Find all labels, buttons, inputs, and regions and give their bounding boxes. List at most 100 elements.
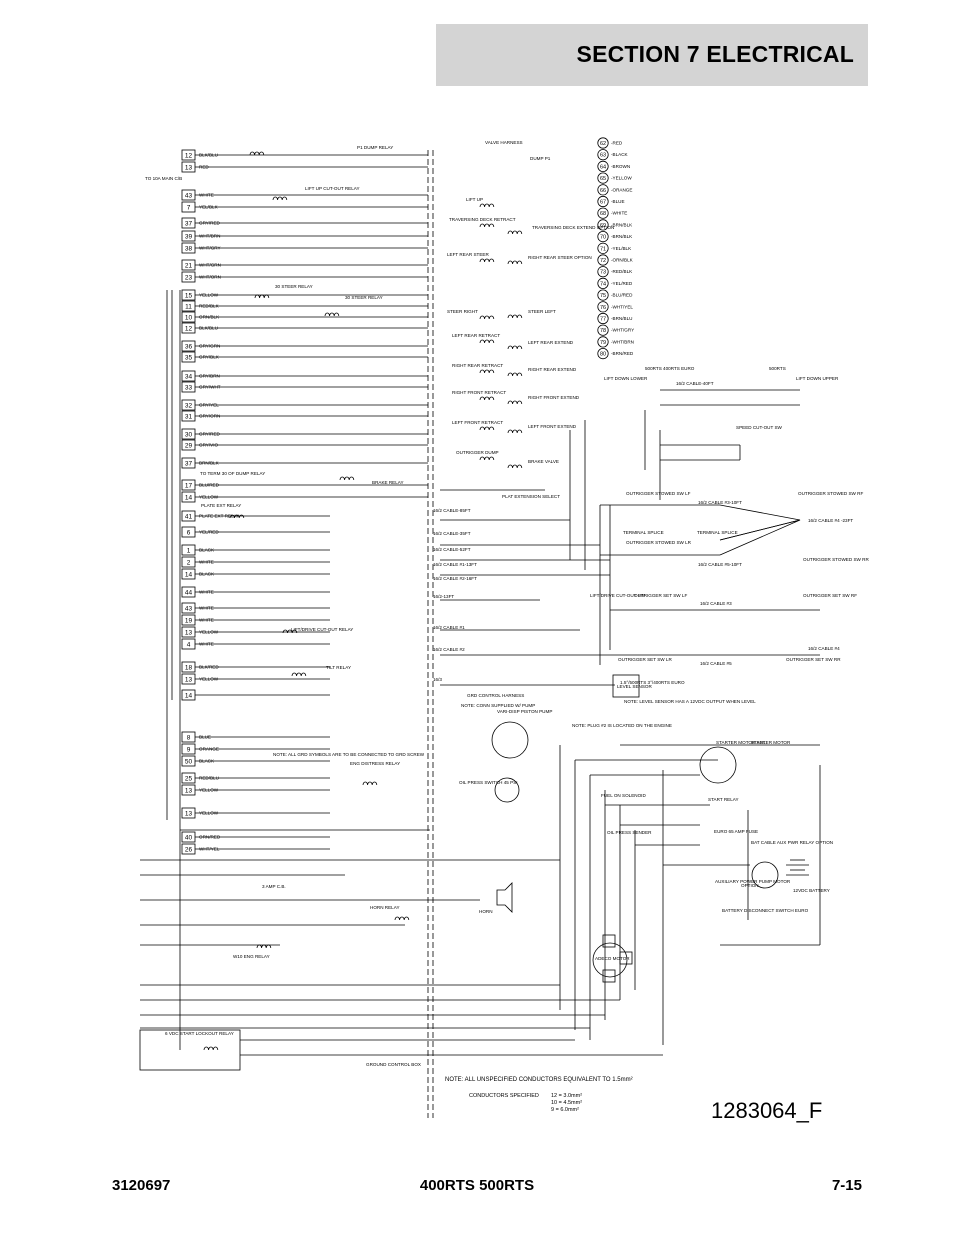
terminal-number: 41 xyxy=(185,514,193,521)
legend-number: 70 xyxy=(600,235,606,241)
legend-circle xyxy=(597,277,609,289)
legend-color: -BRN/BLU xyxy=(611,316,632,321)
platform-ext-label: PLAT EXTENSION SELECT xyxy=(502,494,560,499)
trav-retract-valve-label: TRAVERSING DECK RETRACT xyxy=(449,217,516,222)
terminal-wire-label: WHITE xyxy=(199,590,214,595)
terminal-number: 33 xyxy=(185,385,193,392)
plate-ext-relay-label: PLATE EXT RELAY xyxy=(201,503,241,508)
terminal-number: 13 xyxy=(185,165,193,172)
legend-circle xyxy=(597,336,609,348)
tilt-relay-coil xyxy=(291,672,307,677)
rf-retract-valve-coil xyxy=(479,396,495,401)
legend-number: 73 xyxy=(600,270,606,276)
terminal-number: 10 xyxy=(185,315,193,322)
terminal-wire-label: WHITE xyxy=(199,618,214,623)
terminal-wire-label: WHT/BRN xyxy=(199,234,220,239)
level-note-label: NOTE: LEVEL SENSOR HAS A 12VDC OUTPUT WH… xyxy=(624,699,756,704)
terminal-wire-label: BLK/BLU xyxy=(199,326,218,331)
legend-number: 63 xyxy=(600,153,606,159)
conductor-note: NOTE: ALL UNSPECIFIED CONDUCTORS EQUIVAL… xyxy=(445,1077,633,1083)
terminal-wire-label: GRY/RED xyxy=(199,432,221,437)
terminal-number: 1 xyxy=(187,548,191,555)
cable-label: 16/3 xyxy=(433,677,442,682)
terminal-number: 50 xyxy=(185,759,193,766)
cable-label: 16/2-13FT xyxy=(433,594,454,599)
legend-color: -YEL/BLK xyxy=(611,246,632,251)
terminal-number: 29 xyxy=(185,443,193,450)
battery-label: 12VDC BATTERY xyxy=(793,888,830,893)
terminal-wire-label: WHT/GRY xyxy=(199,246,221,251)
outrigger-set-lf-label: OUTRIGGER SET SW LF xyxy=(634,593,687,598)
starter-motor-sol-label: STARTER MOTOR SOL xyxy=(716,740,766,745)
terminal-number: 21 xyxy=(185,263,193,270)
terminal-wire-label: ORN/RED xyxy=(199,835,221,840)
terminal-number: 37 xyxy=(185,461,193,468)
right-rear-steer-valve-coil xyxy=(507,260,523,265)
brake-relay-label: BRAKE RELAY xyxy=(372,480,404,485)
legend-circle xyxy=(597,160,609,172)
terminal-wire-label: WHT/YEL xyxy=(199,847,220,852)
start-lockout-label: 6 VDC START LOCKOUT RELAY xyxy=(165,1031,234,1036)
terminal-number: 44 xyxy=(185,590,193,597)
lf-retract-valve-coil xyxy=(479,426,495,431)
drawing-id: 1283064_F xyxy=(711,1098,823,1123)
terminal-wire-label: GRY/WHT xyxy=(199,385,221,390)
terminal-splice-r-label: TERMINAL SPLICE xyxy=(697,530,738,535)
terminal-number: 13 xyxy=(185,788,193,795)
legend-circle xyxy=(597,266,609,278)
legend-number: 74 xyxy=(600,281,606,287)
legend-circle xyxy=(597,289,609,301)
right-rear-steer-valve-label: RIGHT REAR STEER OPTION xyxy=(528,255,592,260)
cable-label: 16/2 CABLE #4 -23FT xyxy=(808,518,853,523)
doc-number: 3120697 xyxy=(112,1177,171,1194)
legend-color: -BRN/BLK xyxy=(611,234,633,239)
rr-retract-valve-label: RIGHT REAR RETRACT xyxy=(452,363,503,368)
legend-circle xyxy=(597,149,609,161)
outrigger-dump-valve-label: OUTRIGGER DUMP xyxy=(456,450,499,455)
conductor-12: 12 = 3.0mm² xyxy=(551,1093,582,1099)
adeco-motor-label: ADECO MOTOR xyxy=(595,956,630,961)
terminal-number: 30 xyxy=(185,432,193,439)
terminal-splice-l-label: TERMINAL SPLICE xyxy=(623,530,664,535)
terminal-wire-label: GRY/BRN xyxy=(199,374,220,379)
cable-label: 16/2 CABLE #3 xyxy=(700,601,732,606)
steer-relay-label: 30 STEER RELAY xyxy=(345,295,383,300)
outrigger-lf-label: OUTRIGGER STOWED SW LF xyxy=(626,491,691,496)
brake-valve-coil xyxy=(507,464,523,469)
models-left-label: 500RTS 400RTS EURO xyxy=(645,366,695,371)
vari-disp-label: VARI-DISP PISTON PUMP xyxy=(497,709,552,714)
terminal-wire-label: GRY/RED xyxy=(199,221,221,226)
tilt-relay-label: TILT RELAY xyxy=(326,665,351,670)
terminal-wire-label: BLK/RED xyxy=(199,665,219,670)
conductors-specified: CONDUCTORS SPECIFIED xyxy=(469,1093,539,1099)
terminal-number: 13 xyxy=(185,630,193,637)
legend-color: -YEL/RED xyxy=(611,281,633,286)
legend-circle xyxy=(597,231,609,243)
legend-color: -ORANGE xyxy=(611,187,632,192)
legend-number: 68 xyxy=(600,211,606,217)
terminal-number: 4 xyxy=(187,642,191,649)
to-10a-label: TO 10A MAIN C/B xyxy=(145,176,182,181)
legend-number: 62 xyxy=(600,141,606,147)
speed-cutout-label: SPEED CUT-OUT SW xyxy=(736,425,783,430)
note-conn-label: NOTE: CONN SUPPLIED W/ PUMP xyxy=(461,703,535,708)
terminal-number: 2 xyxy=(187,560,191,567)
fuel-on-sol-label: FUEL ON SOLENOID xyxy=(601,793,646,798)
terminal-wire-label: YELLOW xyxy=(199,495,219,500)
rr-extend-valve-label: RIGHT REAR EXTEND xyxy=(528,367,577,372)
terminal-number: 18 xyxy=(185,665,193,672)
legend-color: -RED/BLK xyxy=(611,269,633,274)
left-rear-steer-valve-coil xyxy=(479,258,495,263)
terminal-wire-label: WHITE xyxy=(199,193,214,198)
legend-color: -BLUE xyxy=(611,199,625,204)
lr-retract-valve-coil xyxy=(479,339,495,344)
cable-label: 16/2 CABLE #5-10FT xyxy=(698,562,742,567)
terminal-wire-label: YELLOW xyxy=(199,788,219,793)
terminal-wire-label: WHITE xyxy=(199,560,214,565)
legend-circle xyxy=(597,254,609,266)
terminal-number: 13 xyxy=(185,677,193,684)
harness-ground-label: GRD CONTROL HARNESS xyxy=(467,693,524,698)
terminal-number: 40 xyxy=(185,835,193,842)
legend-number: 79 xyxy=(600,340,606,346)
lift-drive-sw-label: LIFT/DRIVE CUT-OUT SW xyxy=(590,593,646,598)
